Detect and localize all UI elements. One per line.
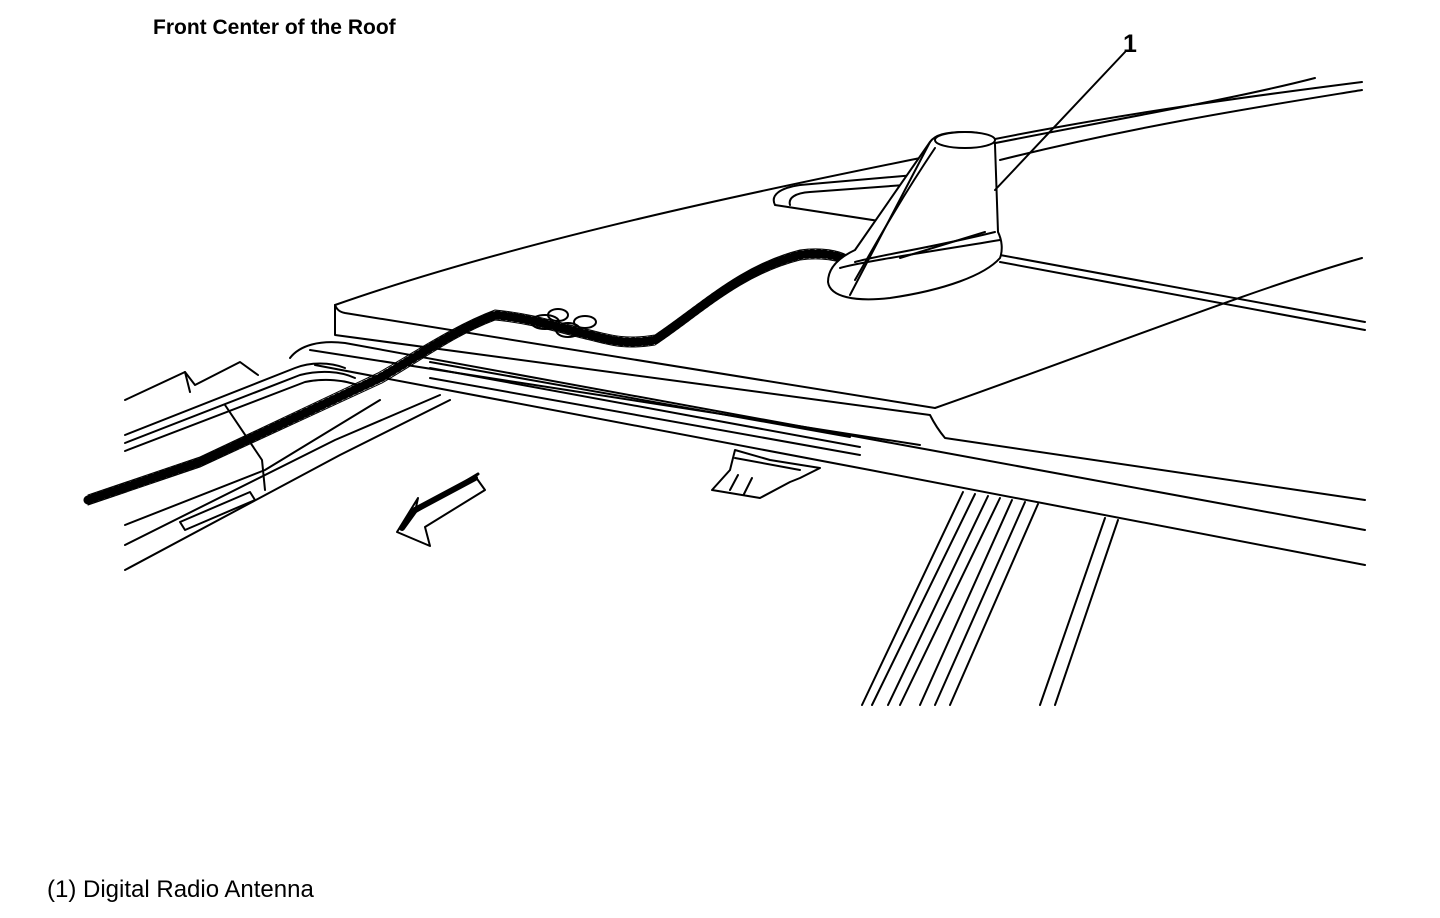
header-rail-3	[315, 365, 1365, 565]
header-slot	[430, 368, 860, 455]
harness-lower-3	[125, 400, 380, 525]
bracket-left-2	[185, 372, 190, 392]
roof-recess-inner	[790, 185, 905, 205]
shark-fin-antenna-icon	[828, 132, 1002, 299]
bracket-left	[125, 362, 258, 400]
roof-panel-seam	[1000, 255, 1365, 330]
pillar-lines-left	[862, 492, 1038, 705]
roof-side-curve	[1000, 90, 1362, 160]
pillar-lines-right	[1040, 518, 1118, 705]
header-bracket-tab-lines	[730, 458, 800, 494]
cable-clip	[548, 309, 568, 321]
roof-outline-inner	[990, 82, 1362, 140]
roof-front-top	[335, 305, 935, 408]
header-rail-2	[310, 350, 920, 445]
coax-cable	[88, 254, 850, 500]
harness-wire-b	[125, 372, 355, 443]
harness-lower-2	[125, 400, 450, 570]
coax-cable-outline-top	[88, 249, 850, 495]
callout-number-1: 1	[1123, 30, 1137, 58]
clip-slot	[180, 492, 255, 530]
diagram-heading: Front Center of the Roof	[153, 16, 396, 39]
coax-cable-outline-bottom	[88, 259, 850, 505]
cable-clip	[574, 316, 596, 328]
cable-clip	[556, 323, 580, 337]
legend-item-1: (1) Digital Radio Antenna	[47, 876, 314, 903]
cable-clip	[531, 315, 559, 329]
header-slot-2	[430, 362, 850, 437]
header-rail-1	[290, 342, 1365, 530]
roof-panel-right-edge	[935, 258, 1362, 408]
roof-front-edge	[335, 305, 1365, 500]
harness-wire-a	[125, 364, 345, 436]
roof-recess	[774, 175, 915, 225]
arrow-left-down-icon	[397, 474, 485, 546]
callout-leader-1	[995, 52, 1125, 190]
harness-connector	[225, 405, 265, 490]
header-bracket-tab	[712, 450, 820, 498]
harness-lower-1	[125, 395, 440, 545]
